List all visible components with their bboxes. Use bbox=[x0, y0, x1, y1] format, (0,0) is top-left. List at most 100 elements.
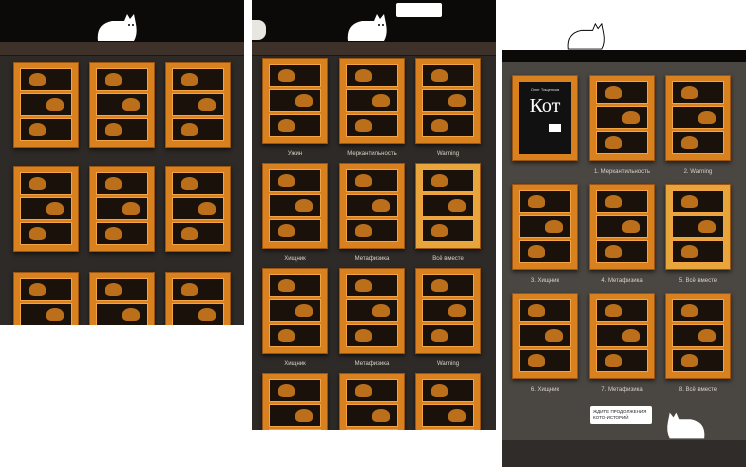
footer-speech-bubble: ЖДИТЕ ПРОДОЛЖЕНИЯ КОТО-ИСТОРИЙ bbox=[590, 406, 652, 424]
comic-panel bbox=[172, 118, 224, 141]
chapter-label[interactable]: 2. Warning bbox=[683, 169, 713, 175]
comic-page-card[interactable] bbox=[339, 268, 405, 354]
chapter-label[interactable]: Метафизика bbox=[354, 256, 390, 262]
cat-mascot-icon bbox=[567, 22, 605, 50]
comic-page-card[interactable] bbox=[665, 293, 731, 379]
chapter-label[interactable]: 1. Меркантильность bbox=[593, 169, 651, 175]
comic-page-card[interactable] bbox=[665, 75, 731, 161]
comic-page-card[interactable] bbox=[339, 373, 405, 430]
chapter-label[interactable]: Меркантильность bbox=[347, 151, 397, 157]
comic-panel bbox=[20, 278, 72, 301]
chapter-label[interactable]: Метафизика bbox=[354, 361, 390, 367]
comic-panel bbox=[519, 324, 571, 347]
comic-page-card[interactable] bbox=[512, 293, 578, 379]
comic-page-card[interactable] bbox=[415, 373, 481, 430]
chapter-label[interactable]: Warning bbox=[436, 361, 460, 367]
speech-bubble bbox=[549, 124, 561, 132]
cat-mascot-icon bbox=[667, 412, 705, 439]
comic-panel bbox=[596, 131, 648, 154]
chapter-label[interactable]: Warning bbox=[436, 151, 460, 157]
comic-panel bbox=[422, 299, 474, 322]
comic-panel bbox=[269, 299, 321, 322]
comic-page-card[interactable] bbox=[13, 272, 79, 325]
comic-panel bbox=[519, 190, 571, 213]
comic-page-card[interactable] bbox=[589, 293, 655, 379]
chapter-label[interactable]: 8. Всё вместе bbox=[678, 387, 718, 393]
comic-panel bbox=[422, 379, 474, 402]
comic-panel bbox=[596, 106, 648, 129]
comic-panel bbox=[596, 349, 648, 372]
chapter-label[interactable]: 6. Хищник bbox=[530, 387, 560, 393]
comic-panel bbox=[346, 89, 398, 112]
comic-page-card[interactable] bbox=[589, 75, 655, 161]
shelf bbox=[252, 42, 496, 56]
comic-page-card[interactable] bbox=[89, 272, 155, 325]
character-face-icon bbox=[252, 20, 266, 40]
comic-panel bbox=[422, 194, 474, 217]
comic-page-card[interactable] bbox=[13, 166, 79, 252]
comic-page-card[interactable] bbox=[512, 184, 578, 270]
comic-panel bbox=[269, 114, 321, 137]
comic-page-card[interactable] bbox=[165, 166, 231, 252]
chapter-label[interactable]: 3. Хищник bbox=[530, 278, 560, 284]
comic-panel bbox=[269, 194, 321, 217]
comic-panel bbox=[269, 404, 321, 427]
comic-panel bbox=[422, 64, 474, 87]
shelf-screen-3: ЖДИТЕ ПРОДОЛЖЕНИЯ КОТО-ИСТОРИЙ Олег Тище… bbox=[502, 0, 746, 467]
footer-floor bbox=[502, 440, 746, 467]
shelf-edge bbox=[502, 50, 746, 62]
comic-page-card[interactable] bbox=[339, 58, 405, 144]
comic-panel bbox=[672, 299, 724, 322]
comic-panel bbox=[672, 81, 724, 104]
comic-panel bbox=[672, 190, 724, 213]
comic-panel bbox=[422, 89, 474, 112]
comic-panel bbox=[422, 429, 474, 430]
comic-page-card[interactable] bbox=[13, 62, 79, 148]
comic-page-card[interactable] bbox=[262, 268, 328, 354]
chapter-label[interactable]: Ужин bbox=[287, 151, 303, 157]
comic-panel bbox=[20, 303, 72, 325]
comic-page-card[interactable] bbox=[165, 272, 231, 325]
comic-panel bbox=[346, 114, 398, 137]
comic-page-card[interactable] bbox=[89, 166, 155, 252]
comic-page-card[interactable] bbox=[415, 268, 481, 354]
comic-panel bbox=[20, 93, 72, 116]
comic-panel bbox=[346, 194, 398, 217]
speech-bubble bbox=[396, 3, 442, 17]
comic-panel bbox=[596, 324, 648, 347]
chapter-label[interactable]: 7. Метафизика bbox=[601, 387, 643, 393]
comic-panel bbox=[346, 299, 398, 322]
comic-panel bbox=[172, 68, 224, 91]
chapter-label[interactable]: Хищник bbox=[284, 361, 306, 367]
comic-panel bbox=[346, 274, 398, 297]
comic-page-card[interactable] bbox=[665, 184, 731, 270]
chapter-label[interactable]: Всё вместе bbox=[432, 256, 464, 262]
comic-page-card[interactable] bbox=[589, 184, 655, 270]
comic-page-card[interactable] bbox=[262, 373, 328, 430]
comic-panel bbox=[269, 169, 321, 192]
comic-panel bbox=[96, 222, 148, 245]
header-white bbox=[502, 0, 746, 50]
comic-page-card[interactable] bbox=[165, 62, 231, 148]
chapter-label[interactable]: 5. Всё вместе bbox=[678, 278, 718, 284]
comic-panel bbox=[96, 68, 148, 91]
comic-page-card[interactable] bbox=[415, 58, 481, 144]
chapter-label[interactable]: 4. Метафизика bbox=[601, 278, 643, 284]
comic-page-card[interactable] bbox=[89, 62, 155, 148]
comic-panel bbox=[269, 274, 321, 297]
comic-page-card[interactable] bbox=[262, 58, 328, 144]
comic-panel bbox=[269, 379, 321, 402]
comic-panel bbox=[172, 172, 224, 195]
comic-panel bbox=[269, 324, 321, 347]
comic-page-card[interactable] bbox=[262, 163, 328, 249]
comic-panel bbox=[20, 172, 72, 195]
comic-panel bbox=[519, 299, 571, 322]
chapter-label[interactable]: Хищник bbox=[284, 256, 306, 262]
comic-panel bbox=[422, 114, 474, 137]
comic-panel bbox=[596, 190, 648, 213]
comic-page-card[interactable] bbox=[415, 163, 481, 249]
comic-panel bbox=[96, 197, 148, 220]
comic-panel bbox=[672, 106, 724, 129]
comic-page-card[interactable] bbox=[339, 163, 405, 249]
